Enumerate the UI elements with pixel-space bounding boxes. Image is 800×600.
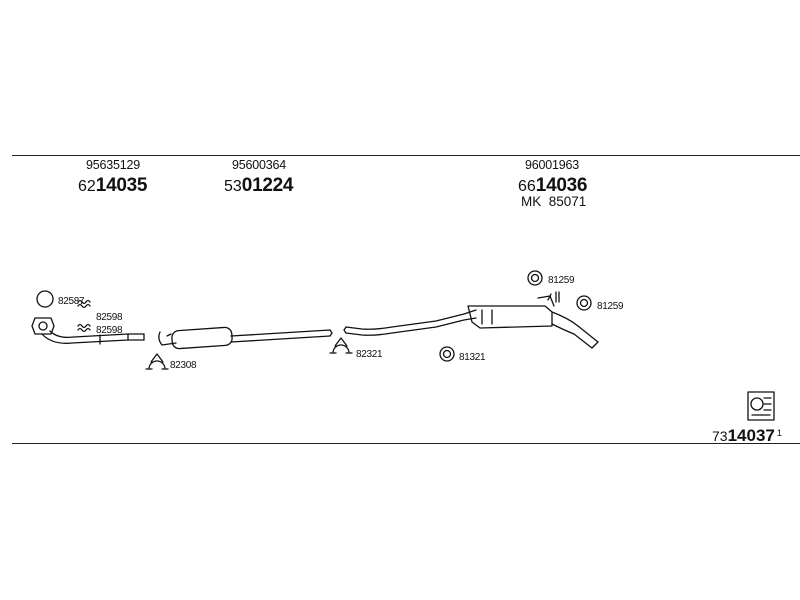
spring-icon xyxy=(77,299,91,305)
part-number-front-pipe: 95635129 xyxy=(86,158,141,172)
rubber-ring-icon xyxy=(439,346,455,362)
top-rule xyxy=(12,155,800,156)
u-clamp-icon xyxy=(148,360,166,370)
hanger-ring-icon-2 xyxy=(576,295,592,311)
u-clamp-icon-2 xyxy=(332,344,350,354)
intermediate-pipe-icon xyxy=(345,309,477,330)
flange-icon xyxy=(31,317,55,335)
code-rear-silencer: 6614036 xyxy=(518,175,588,196)
spring-icon-2 xyxy=(77,323,91,329)
part-number-rear-silencer: 96001963 xyxy=(525,158,580,172)
middle-silencer-icon xyxy=(158,331,177,346)
front-pipe-icon xyxy=(41,333,145,344)
kit-number: MK 85071 xyxy=(521,194,587,209)
label-clamp-front: 82308 xyxy=(170,360,197,371)
label-spring-top: 82598 xyxy=(96,312,123,323)
hanger-ring-icon xyxy=(527,270,543,286)
assembly-kit-icon xyxy=(747,391,775,421)
code-front-pipe: 6214035 xyxy=(78,175,148,196)
part-number-middle-silencer: 95600364 xyxy=(232,158,287,172)
bottom-rule xyxy=(12,443,800,444)
label-seal-front: 82587 xyxy=(58,296,85,307)
label-hanger-top: 81259 xyxy=(548,275,575,286)
label-ring-mid: 81321 xyxy=(459,352,486,363)
label-hanger-right: 81259 xyxy=(597,301,624,312)
code-middle-silencer: 5301224 xyxy=(224,175,294,196)
seal-ring-icon xyxy=(36,290,54,308)
rear-silencer-icon xyxy=(467,305,553,329)
label-clamp-mid: 82321 xyxy=(356,349,383,360)
label-spring-bottom: 82598 xyxy=(96,325,123,336)
